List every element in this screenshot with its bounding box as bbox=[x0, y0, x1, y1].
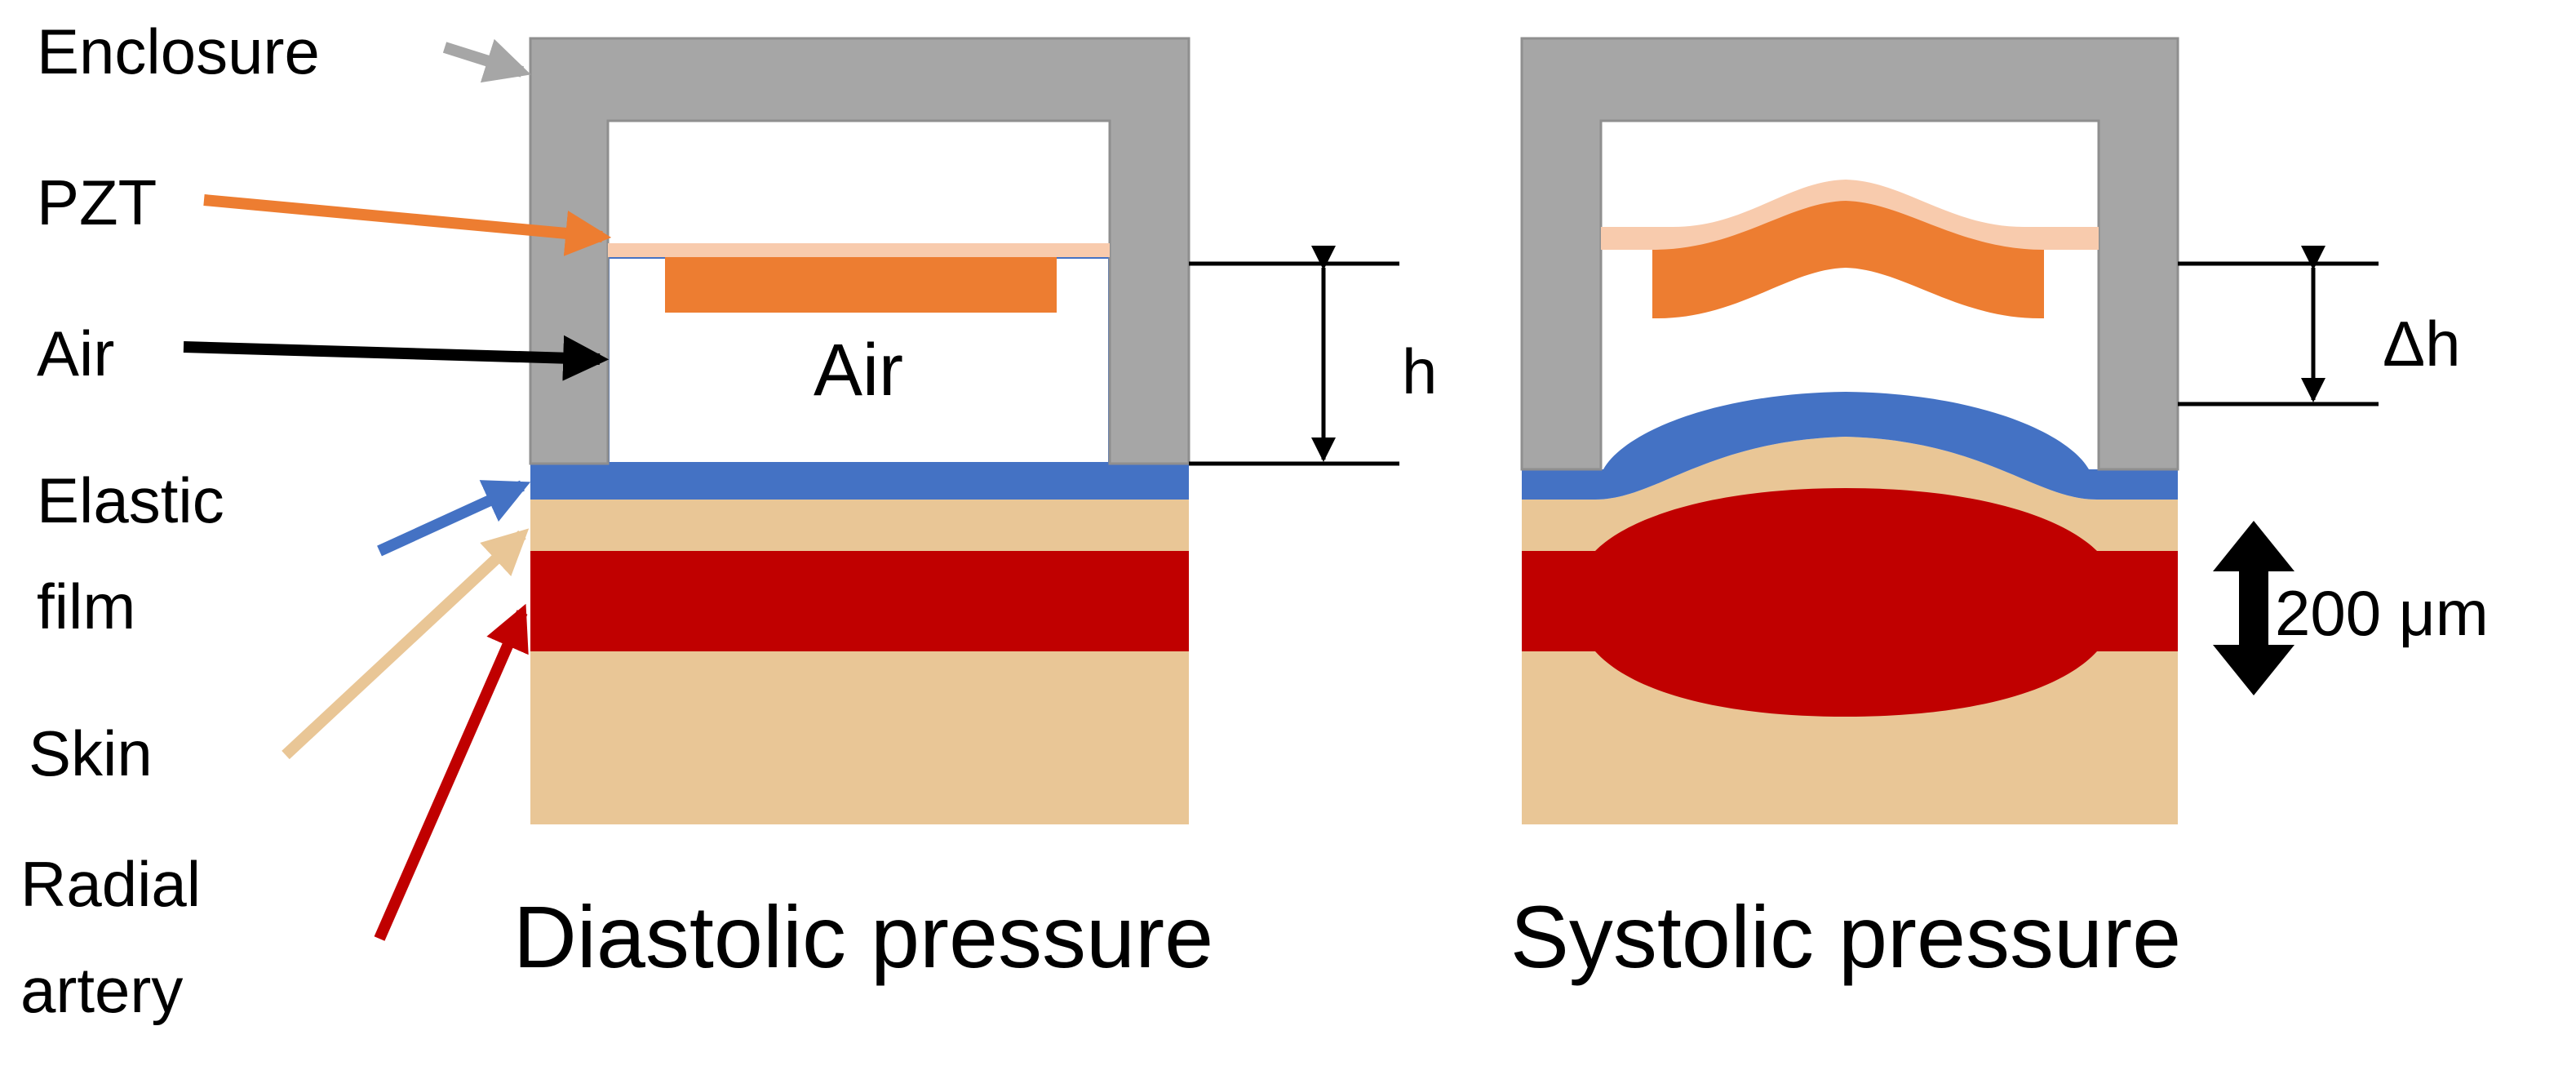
radial-artery-label-line2: artery bbox=[20, 954, 183, 1026]
air-cavity-label: Air bbox=[814, 330, 903, 411]
elastic-film-label-line1: Elastic bbox=[37, 464, 224, 536]
pzt-film-left bbox=[608, 243, 1110, 257]
pzt-film-right bbox=[1601, 180, 2099, 250]
systolic-panel: Δh 200 μm Systolic pressure bbox=[1510, 37, 2489, 986]
elastic-film-left bbox=[530, 464, 1189, 500]
elastic-film-right bbox=[1522, 392, 2178, 500]
diastolic-caption: Diastolic pressure bbox=[513, 887, 1213, 986]
pzt-block-left bbox=[665, 257, 1057, 313]
skin-pointer-arrow bbox=[282, 528, 530, 760]
radial-artery-right bbox=[1522, 488, 2178, 717]
h-label: h bbox=[1402, 335, 1437, 407]
radial-artery-pointer-arrow bbox=[374, 603, 529, 941]
enclosure-label: Enclosure bbox=[37, 16, 320, 87]
elastic-film-pointer-arrow bbox=[377, 480, 531, 557]
systolic-caption: Systolic pressure bbox=[1510, 887, 2181, 986]
air-label: Air bbox=[37, 318, 114, 389]
enclosure-left bbox=[529, 37, 1190, 465]
diastolic-panel: Air h Diastolic pressure bbox=[513, 37, 1437, 986]
component-labels: Enclosure PZT Air Elastic film Skin Radi… bbox=[20, 16, 612, 1026]
pzt-block-right bbox=[1652, 194, 2044, 319]
air-pointer-arrow bbox=[183, 335, 610, 381]
skin-layer-left bbox=[530, 500, 1189, 824]
enclosure-pointer-arrow bbox=[442, 38, 531, 83]
radial-artery-left bbox=[530, 551, 1189, 651]
thickness-label: 200 μm bbox=[2275, 577, 2489, 649]
thickness-arrow bbox=[2213, 521, 2294, 695]
pzt-label: PZT bbox=[37, 167, 157, 238]
delta-h-label: Δh bbox=[2383, 308, 2460, 380]
enclosure-right bbox=[1520, 37, 2179, 471]
elastic-film-label-line2: film bbox=[37, 571, 135, 642]
radial-artery-label-line1: Radial bbox=[20, 848, 201, 920]
skin-label: Skin bbox=[29, 717, 153, 789]
pzt-pointer-arrow bbox=[203, 194, 612, 256]
